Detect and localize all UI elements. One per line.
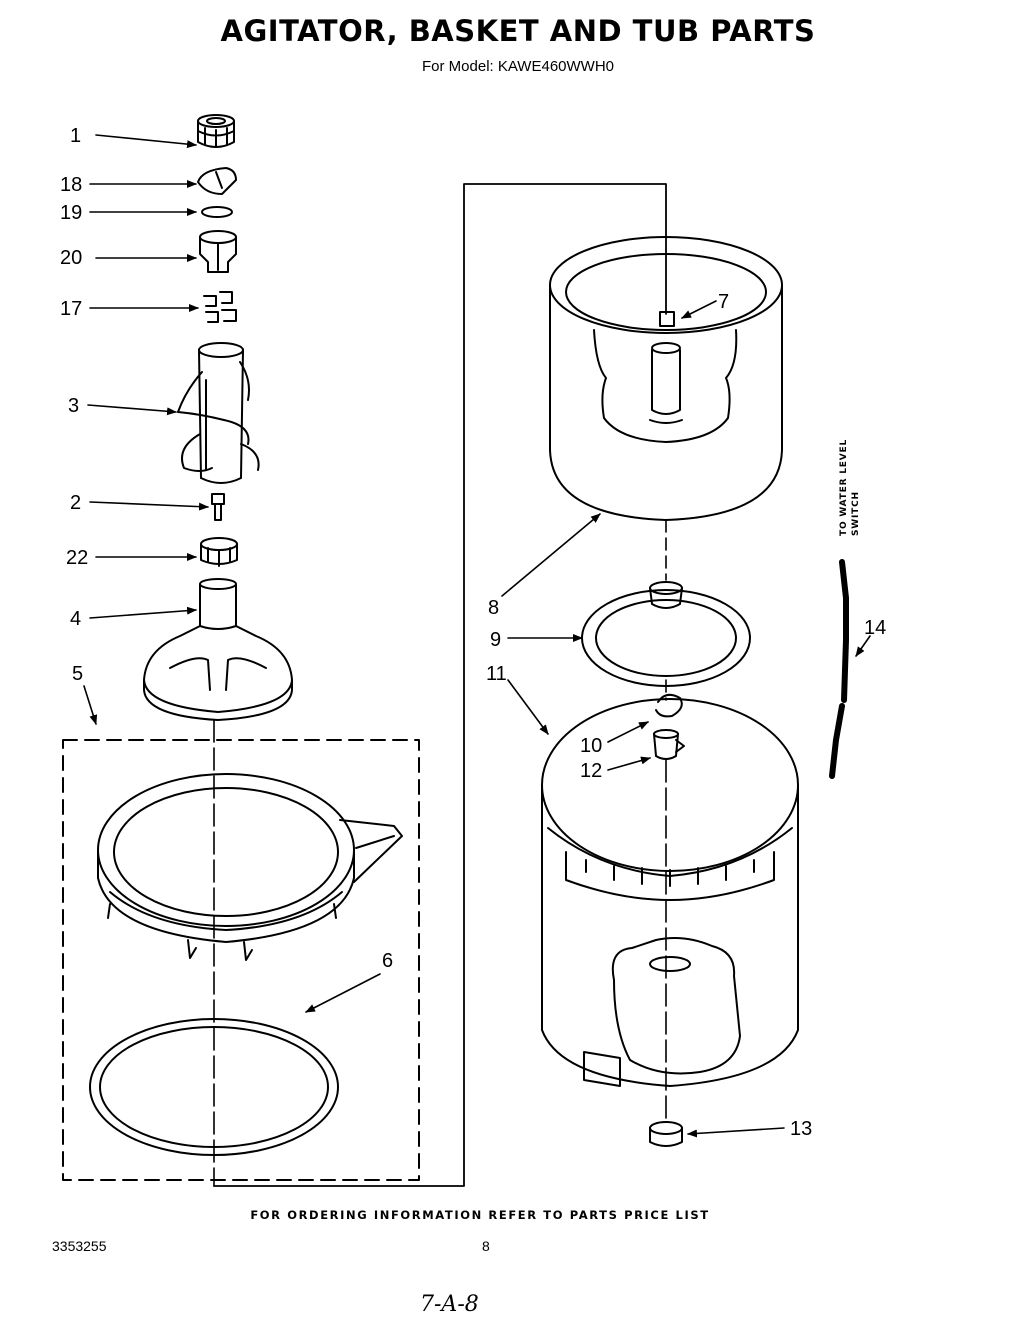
agitator	[177, 342, 260, 484]
callout-2: 2	[70, 492, 81, 514]
callout-19: 19	[60, 202, 82, 224]
water-level-switch-note: TO WATER LEVEL SWITCH	[839, 439, 861, 536]
dog-retainer	[199, 230, 237, 273]
handwritten-page-ref: 7-A-8	[420, 1292, 479, 1317]
callout-13: 13	[790, 1118, 812, 1140]
tub-seal-part	[653, 729, 685, 760]
page-number: 8	[482, 1238, 490, 1254]
tub-ring-kit-box	[62, 739, 420, 1181]
callout-12: 12	[580, 760, 602, 782]
ring-part	[201, 206, 233, 218]
callout-7: 7	[718, 291, 729, 313]
callout-labels: 1 18 19 20 17 3 2 22 4 5 6 7 8 9 11 10 1…	[60, 125, 886, 1140]
agitator-cap	[197, 114, 235, 148]
callout-5: 5	[72, 663, 83, 685]
wash-basket	[549, 236, 783, 521]
callout-20: 20	[60, 247, 82, 269]
callout-17: 17	[60, 298, 82, 320]
agitator-dogs	[203, 291, 237, 323]
callout-3: 3	[68, 395, 79, 417]
callout-4: 4	[70, 608, 81, 630]
callout-18: 18	[60, 174, 82, 196]
page-title: AGITATOR, BASKET AND TUB PARTS	[220, 14, 816, 48]
side-note-line1: TO WATER LEVEL	[839, 439, 849, 536]
ordering-note: FOR ORDERING INFORMATION REFER TO PARTS …	[250, 1208, 710, 1222]
tub-nut	[649, 1121, 683, 1147]
water-level-hose	[829, 559, 849, 779]
tub-ring	[97, 773, 403, 961]
cam-part	[197, 167, 237, 195]
agitator-base	[143, 578, 293, 721]
callout-1: 1	[70, 125, 81, 147]
basket-drive-ring	[581, 581, 751, 687]
clip-part	[655, 693, 683, 718]
side-note-line2: SWITCH	[851, 491, 861, 536]
leader-lines	[83, 134, 871, 1138]
callout-9: 9	[490, 629, 501, 651]
bolt-part	[211, 493, 225, 521]
callout-8: 8	[488, 597, 499, 619]
callout-6: 6	[382, 950, 393, 972]
model-subtitle: For Model: KAWE460WWH0	[422, 58, 614, 75]
outer-tub	[541, 698, 799, 1119]
callout-22: 22	[66, 547, 88, 569]
callout-14: 14	[864, 617, 886, 639]
callout-10: 10	[580, 735, 602, 757]
document-number: 3353255	[52, 1238, 107, 1254]
coupling-part	[200, 537, 238, 567]
callout-11: 11	[486, 663, 507, 685]
